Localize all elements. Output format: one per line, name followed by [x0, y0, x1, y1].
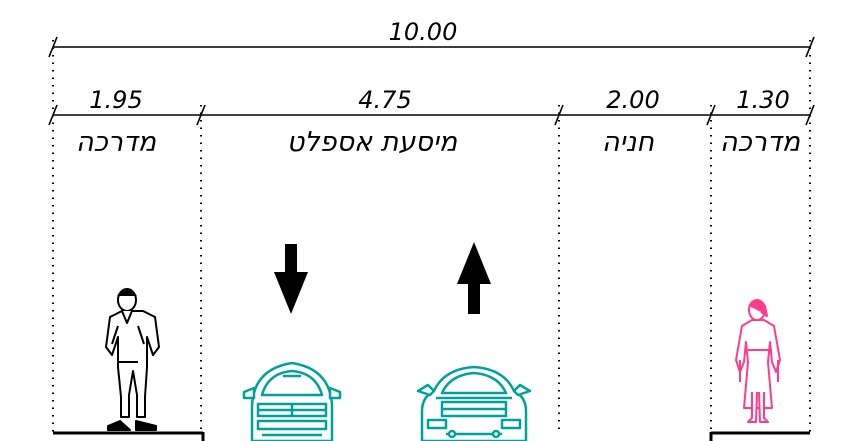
segment-dimension — [48, 104, 815, 126]
dimension-tick — [805, 36, 815, 58]
car-rear-icon — [416, 365, 532, 441]
segment-width-label: 1.30 — [736, 86, 789, 114]
dimension-tick — [48, 36, 58, 58]
zone-label-asphalt-road: מיסעת אספלט — [287, 127, 458, 158]
right-curb — [709, 431, 810, 441]
arrow-up-icon — [457, 242, 491, 314]
dimension-tick — [554, 104, 564, 126]
overall-width-label: 10.00 — [389, 18, 458, 46]
segment-width-label: 2.00 — [606, 86, 659, 114]
car-front-icon — [242, 361, 342, 441]
dimension-tick — [196, 104, 206, 126]
overall-dimension — [48, 36, 815, 58]
zone-label-sidewalk-right: מדרכה — [720, 127, 801, 158]
zone-label-sidewalk-left: מדרכה — [76, 127, 157, 158]
dimension-tick — [706, 104, 716, 126]
arrow-down-icon — [274, 244, 308, 314]
boundary-lines — [52, 40, 811, 432]
man-figure-icon — [105, 288, 160, 431]
segment-width-label: 4.75 — [358, 86, 411, 114]
zone-label-parking: חניה — [602, 127, 654, 158]
woman-figure-icon — [735, 299, 781, 423]
dimension-tick — [48, 104, 58, 126]
segment-width-label: 1.95 — [89, 86, 142, 114]
left-curb — [53, 431, 205, 441]
dimension-tick — [805, 104, 815, 126]
